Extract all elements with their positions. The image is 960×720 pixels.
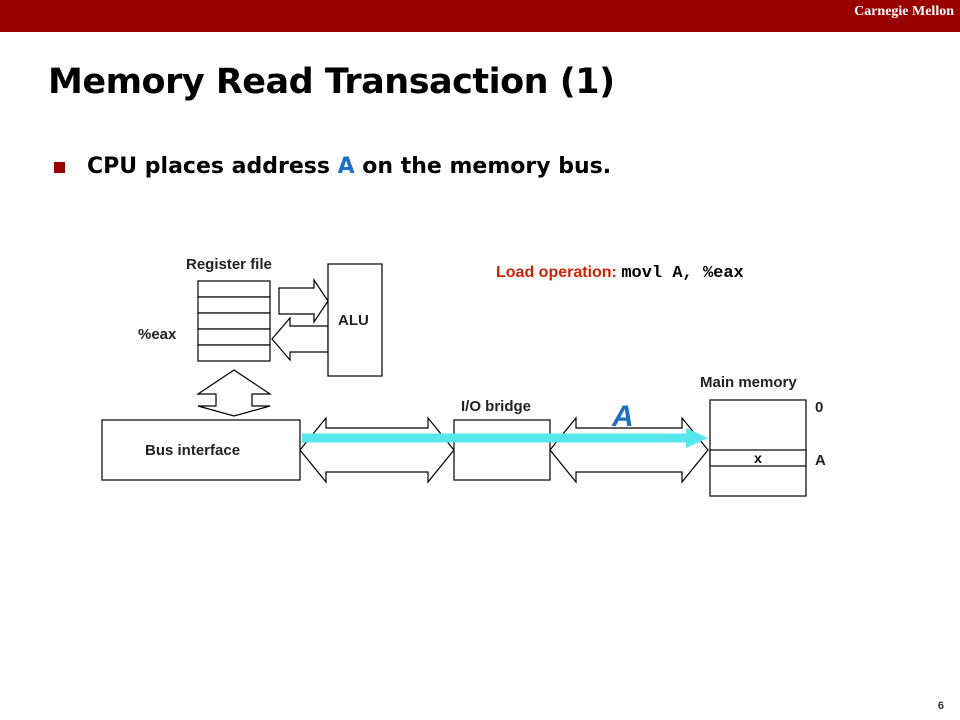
memory-address-zero: 0 — [815, 399, 824, 416]
register-row — [197, 296, 271, 314]
right-arrow-icon — [278, 278, 329, 324]
register-file — [197, 280, 271, 362]
load-operation-label: Load operation: — [496, 264, 622, 281]
memory-address-a: A — [815, 452, 826, 469]
vertical-double-arrow-icon — [196, 369, 272, 417]
alu-box — [327, 263, 383, 377]
bullet-text-before: CPU places address — [87, 154, 338, 179]
main-memory-box — [709, 399, 807, 497]
bullet-text-after: on the memory bus. — [354, 154, 612, 179]
eax-register-label: %eax — [138, 326, 177, 343]
address-signal-arrowhead-icon — [686, 428, 708, 448]
bus-address-label: A — [612, 400, 634, 433]
page-number: 6 — [937, 700, 944, 712]
io-bridge-label: I/O bridge — [461, 398, 532, 415]
system-bus-arrow-icon — [299, 416, 455, 484]
main-memory-label: Main memory — [700, 374, 797, 391]
alu-label: ALU — [338, 312, 369, 329]
memory-cell-value: x — [754, 452, 763, 468]
slide-title: Memory Read Transaction (1) — [48, 62, 615, 102]
header-bar: Carnegie Mellon — [0, 0, 960, 32]
bullet-square-icon — [54, 162, 65, 173]
bus-interface-box — [101, 419, 301, 481]
register-file-label: Register file — [186, 256, 272, 273]
load-operation-code: movl A, %eax — [621, 264, 744, 283]
load-operation: Load operation: movl A, %eax — [496, 264, 744, 283]
left-arrow-icon — [271, 316, 329, 362]
bullet-text: CPU places address A on the memory bus. — [87, 154, 611, 179]
register-row — [197, 344, 271, 362]
bullet-highlight: A — [337, 154, 355, 179]
io-bridge-box — [453, 419, 551, 481]
register-row — [197, 312, 271, 330]
register-row — [197, 280, 271, 298]
brand-label: Carnegie Mellon — [854, 4, 954, 19]
memory-cell-x — [709, 449, 807, 467]
bus-interface-label: Bus interface — [145, 442, 241, 459]
register-row-eax — [197, 328, 271, 346]
